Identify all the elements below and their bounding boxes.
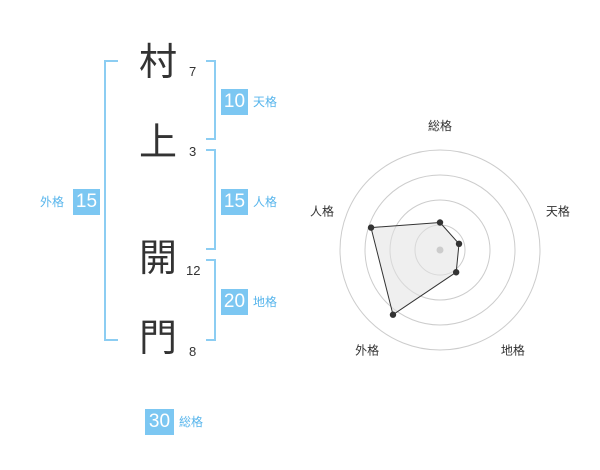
soukaku-label: 総格	[179, 415, 204, 429]
jinkaku-bracket	[206, 149, 216, 250]
radar-ring-3	[364, 174, 516, 326]
radar-axis-label-2: 地格	[501, 342, 525, 357]
radar-point-3	[389, 311, 397, 318]
radar-point-0	[436, 219, 444, 226]
stroke-count-3: 12	[186, 263, 201, 278]
radar-center-dot	[436, 246, 444, 254]
radar-area	[370, 221, 460, 316]
tenkaku-label: 天格	[253, 95, 278, 109]
radar-points	[367, 219, 463, 318]
gaikaku-label: 外格	[40, 195, 65, 209]
jinkaku-label: 人格	[253, 195, 278, 209]
radar-axis-label-4: 人格	[310, 204, 334, 219]
radar-axis-label-1: 天格	[546, 204, 570, 219]
stroke-count-4: 8	[189, 344, 197, 359]
tenkaku-bracket	[206, 60, 216, 140]
stroke-count-1: 7	[189, 64, 197, 79]
radar-ring-4	[339, 149, 541, 351]
jinkaku-value: 15	[221, 189, 248, 215]
radar-point-2	[452, 269, 460, 276]
chikaku-bracket	[206, 259, 216, 341]
soukaku-value: 30	[145, 409, 174, 435]
tenkaku-value: 10	[221, 89, 248, 115]
chikaku-value: 20	[221, 289, 248, 315]
stroke-count-2: 3	[189, 144, 197, 159]
name-char-2: 上	[139, 120, 178, 164]
radar-point-1	[455, 240, 463, 248]
gaikaku-value: 15	[73, 189, 100, 215]
radar-point-4	[367, 224, 375, 231]
outer-bracket	[104, 60, 118, 341]
radar-axis-label-3: 外格	[355, 342, 379, 357]
name-char-3: 開	[139, 236, 178, 280]
radar-axis-label-0: 総格	[428, 118, 452, 133]
chikaku-label: 地格	[253, 295, 278, 309]
name-char-4: 門	[139, 316, 178, 360]
name-char-1: 村	[139, 40, 178, 84]
